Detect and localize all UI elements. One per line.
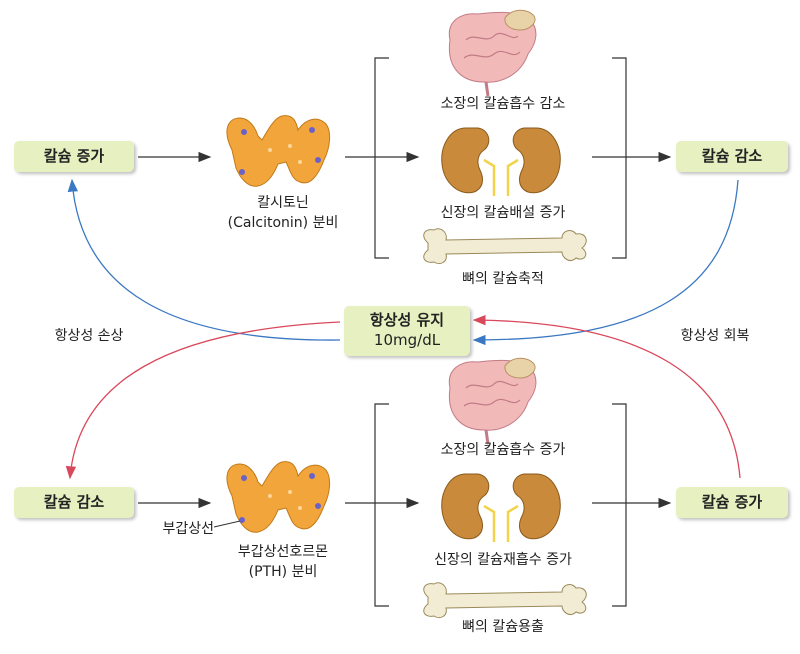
calcitonin-caption-line2: (Calcitonin) 분비 [227,215,339,231]
bone-icon-bottom [423,582,587,619]
effect-top-kidney: 신장의 칼슘배설 증가 [440,205,566,221]
effect-top-bone: 뼈의 칼슘축적 [462,271,544,287]
calcium-decrease-box-bottom: 칼슘 감소 [14,487,134,518]
effect-bottom-kidney: 신장의 칼슘재흡수 증가 [434,552,572,568]
arrow-blue-center-to-top-left [67,178,341,341]
calcium-decrease-box-top: 칼슘 감소 [676,141,788,172]
homeostasis-recovery-label: 항상성 회복 [680,328,750,344]
thyroid-icon [226,115,331,187]
parathyroid-pointer-line [213,520,241,528]
arrow-red-center-to-bottom-left [65,321,341,480]
pth-caption-line1: 부갑상선호르몬 [237,544,329,560]
bracket-top-right [612,57,627,259]
calcitonin-caption-line1: 칼시토닌 [257,195,309,211]
effect-top-intestine: 소장의 칼슘흡수 감소 [440,96,566,112]
effect-bottom-intestine: 소장의 칼슘흡수 증가 [440,442,566,458]
intestine-icon [448,9,537,97]
bracket-top-left [374,57,389,259]
kidneys-icon-bottom [441,473,561,542]
bracket-bottom-left [374,403,389,607]
effect-bottom-bone: 뼈의 칼슘용출 [462,619,544,635]
calcium-increase-box-top: 칼슘 증가 [14,141,134,172]
bracket-bottom-right [612,403,627,607]
arrow-blue-top-right-to-center [472,179,739,346]
homeostasis-damage-label: 항상성 손상 [54,328,124,344]
homeostasis-title: 항상성 유지 [369,311,445,329]
pth-caption-line2: (PTH) 분비 [248,564,318,580]
homeostasis-value: 10mg/dL [373,331,441,349]
parathyroid-label: 부갑상선 [162,521,214,537]
intestine-icon-bottom [448,357,537,445]
arrow-red-bottom-right-to-center [472,314,741,479]
bone-icon [423,228,587,265]
parathyroid-icon [226,461,331,533]
homeostasis-box: 항상성 유지 10mg/dL [344,306,470,356]
calcium-increase-box-bottom: 칼슘 증가 [676,487,788,518]
kidneys-icon [441,127,561,196]
